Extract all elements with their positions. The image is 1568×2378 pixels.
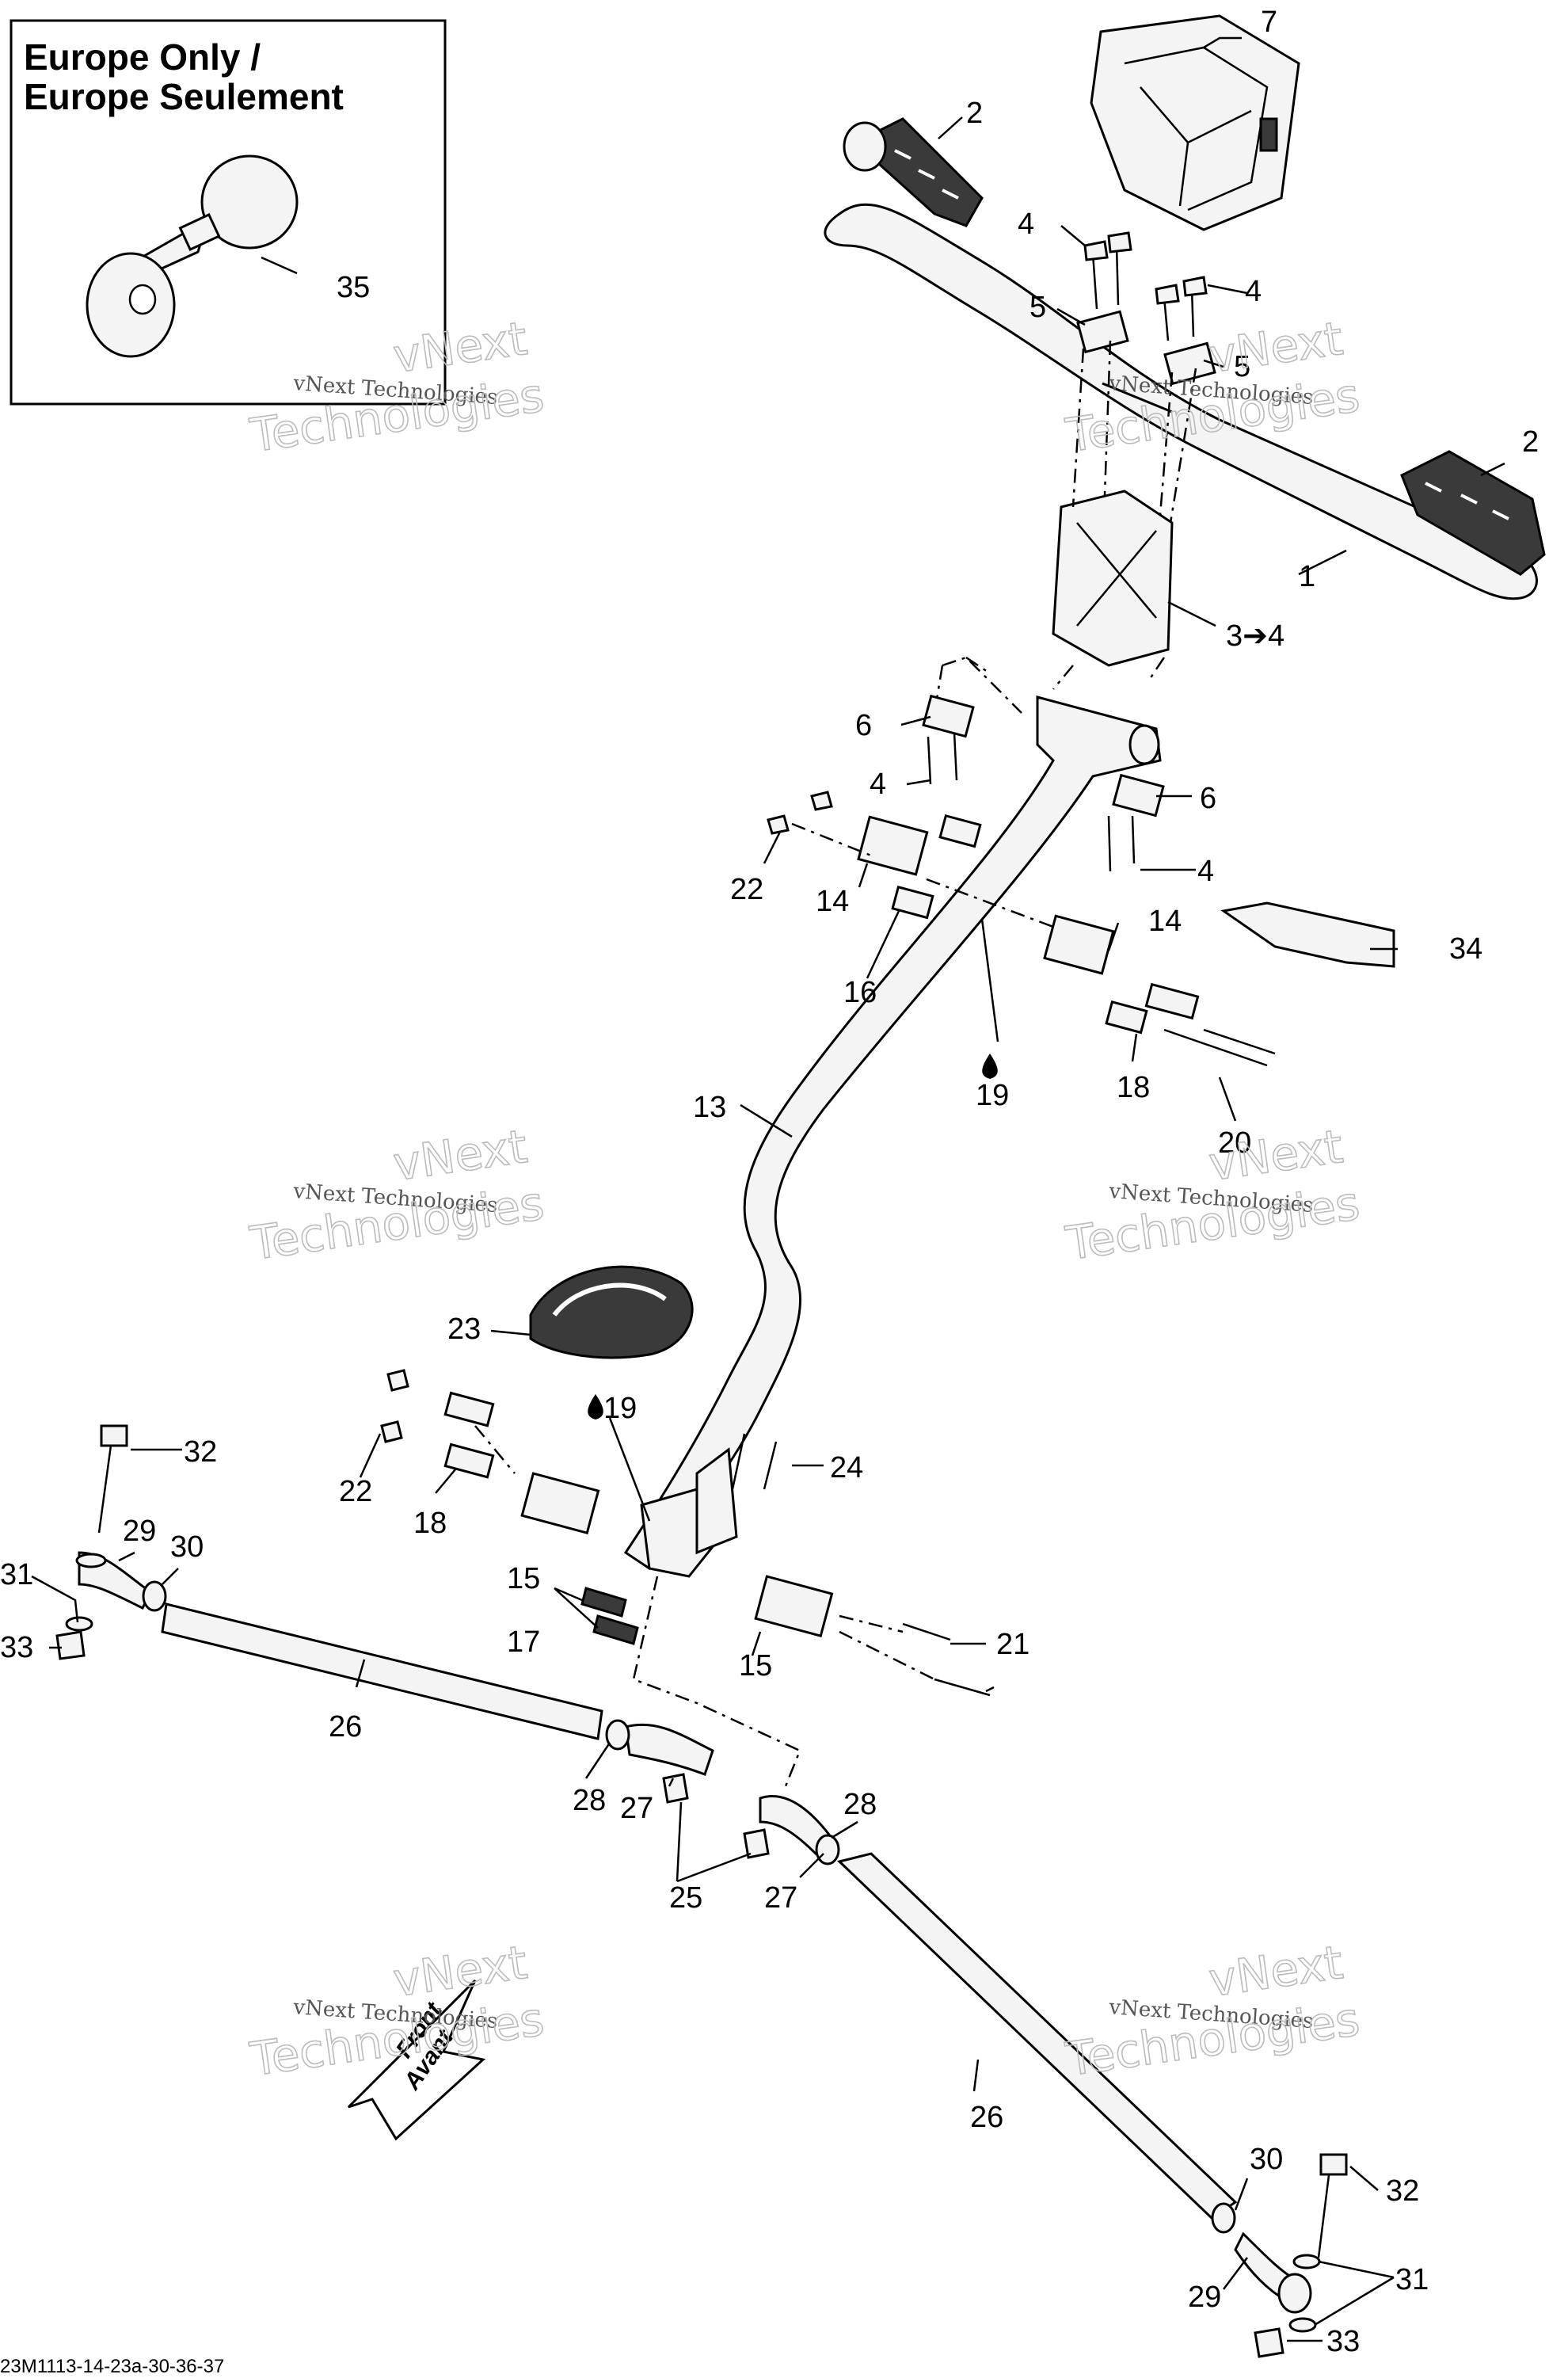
watermark-mid-right: vNext vNext Technologies Technologies: [1062, 1118, 1364, 1271]
boot-part: [529, 1265, 694, 1359]
tie-rod-right-part: [605, 1719, 1348, 2358]
inset-europe-only: Europe Only / Europe Seulement: [10, 19, 447, 406]
callout-5-right: 5: [1234, 350, 1250, 383]
lower-pivot-parts: [380, 1369, 991, 1791]
callout-17: 17: [507, 1625, 540, 1659]
callout-4-upper-left: 4: [1018, 208, 1034, 241]
callout-29-left: 29: [123, 1515, 156, 1548]
callout-23: 23: [447, 1313, 481, 1346]
callout-32-right: 32: [1386, 2174, 1419, 2208]
callout-19-upper: 19: [976, 1079, 1009, 1112]
callout-6-right: 6: [1200, 782, 1216, 815]
callout-2-left-grip: 2: [966, 97, 983, 130]
callout-33-right: 33: [1326, 2325, 1360, 2358]
leader-lines: [31, 36, 1505, 2342]
callout-33-left: 33: [0, 1631, 33, 1664]
upper-bearing-parts: [767, 791, 1276, 1067]
lubricant-drop-icon-lower: [588, 1394, 603, 1420]
inset-title-line2: Europe Seulement: [24, 76, 344, 117]
watermark-mid-left: vNext vNext Technologies Technologies: [246, 1118, 548, 1271]
callout-16: 16: [843, 976, 877, 1009]
callout-35: 35: [337, 271, 370, 304]
callout-27-left: 27: [620, 1792, 653, 1825]
callout-21: 21: [996, 1628, 1029, 1661]
lubricant-drop-icon-upper: [982, 1054, 998, 1079]
callout-25: 25: [669, 1881, 702, 1915]
callout-3: 3➔4: [1226, 619, 1284, 653]
callout-24: 24: [830, 1451, 863, 1484]
callout-31-left: 31: [0, 1558, 33, 1591]
callout-28-left: 28: [573, 1784, 606, 1817]
callout-28-right: 28: [843, 1788, 877, 1821]
callout-4-mid-left: 4: [870, 768, 886, 801]
callout-26-left: 26: [329, 1710, 362, 1743]
callout-6-left: 6: [855, 709, 872, 742]
grip-left-part: [843, 117, 984, 227]
callout-30-left: 30: [170, 1530, 204, 1564]
cover-plate-part: [1220, 901, 1395, 968]
callout-13: 13: [693, 1091, 726, 1124]
diagram-part-code: 23M1113-14-23a-30-36-37: [0, 2356, 224, 2377]
callout-18-lower: 18: [413, 1507, 447, 1540]
callout-19-lower: 19: [603, 1392, 637, 1425]
callout-30-right: 30: [1250, 2143, 1283, 2176]
grip-right-part: [1400, 450, 1546, 576]
callout-20: 20: [1218, 1126, 1251, 1160]
callout-14-left: 14: [816, 885, 849, 918]
callout-4-mid-right: 4: [1197, 855, 1214, 888]
lower-clamps-part: [922, 694, 1165, 872]
horn-part: [86, 154, 299, 358]
callout-29-right: 29: [1188, 2281, 1221, 2314]
callout-15-left: 15: [507, 1562, 540, 1595]
callout-34: 34: [1449, 932, 1482, 966]
callout-22-lower: 22: [339, 1475, 372, 1508]
callout-7: 7: [1261, 6, 1277, 39]
upper-clamps-part: [1076, 231, 1216, 386]
tie-rod-left-part: [55, 1424, 603, 1740]
callout-18-upper: 18: [1117, 1071, 1150, 1104]
watermark-bottom-left: vNext vNext Technologies Technologies: [246, 1934, 548, 2087]
callout-2-right-grip: 2: [1522, 425, 1539, 459]
callout-labels: 7 2 35 4 5 4 5 2 1 3➔4 6 4 6 22 14 4 16 …: [0, 6, 1539, 2358]
callout-22-upper: 22: [730, 873, 763, 906]
callout-26-right: 26: [970, 2101, 1003, 2134]
callout-1: 1: [1299, 560, 1315, 593]
callout-32-left: 32: [184, 1435, 217, 1469]
handlebar-pad-part: [1090, 14, 1300, 231]
callout-15-right: 15: [739, 1649, 772, 1683]
callout-4-upper-right: 4: [1245, 275, 1262, 308]
callout-27-right: 27: [764, 1881, 797, 1915]
watermark-bottom-right: vNext vNext Technologies Technologies: [1062, 1934, 1364, 2087]
callout-14-right: 14: [1148, 905, 1182, 938]
riser-part: [1052, 490, 1174, 667]
callout-5-left: 5: [1029, 291, 1046, 324]
callout-31-right: 31: [1395, 2263, 1429, 2296]
inset-title-line1: Europe Only /: [24, 36, 261, 78]
